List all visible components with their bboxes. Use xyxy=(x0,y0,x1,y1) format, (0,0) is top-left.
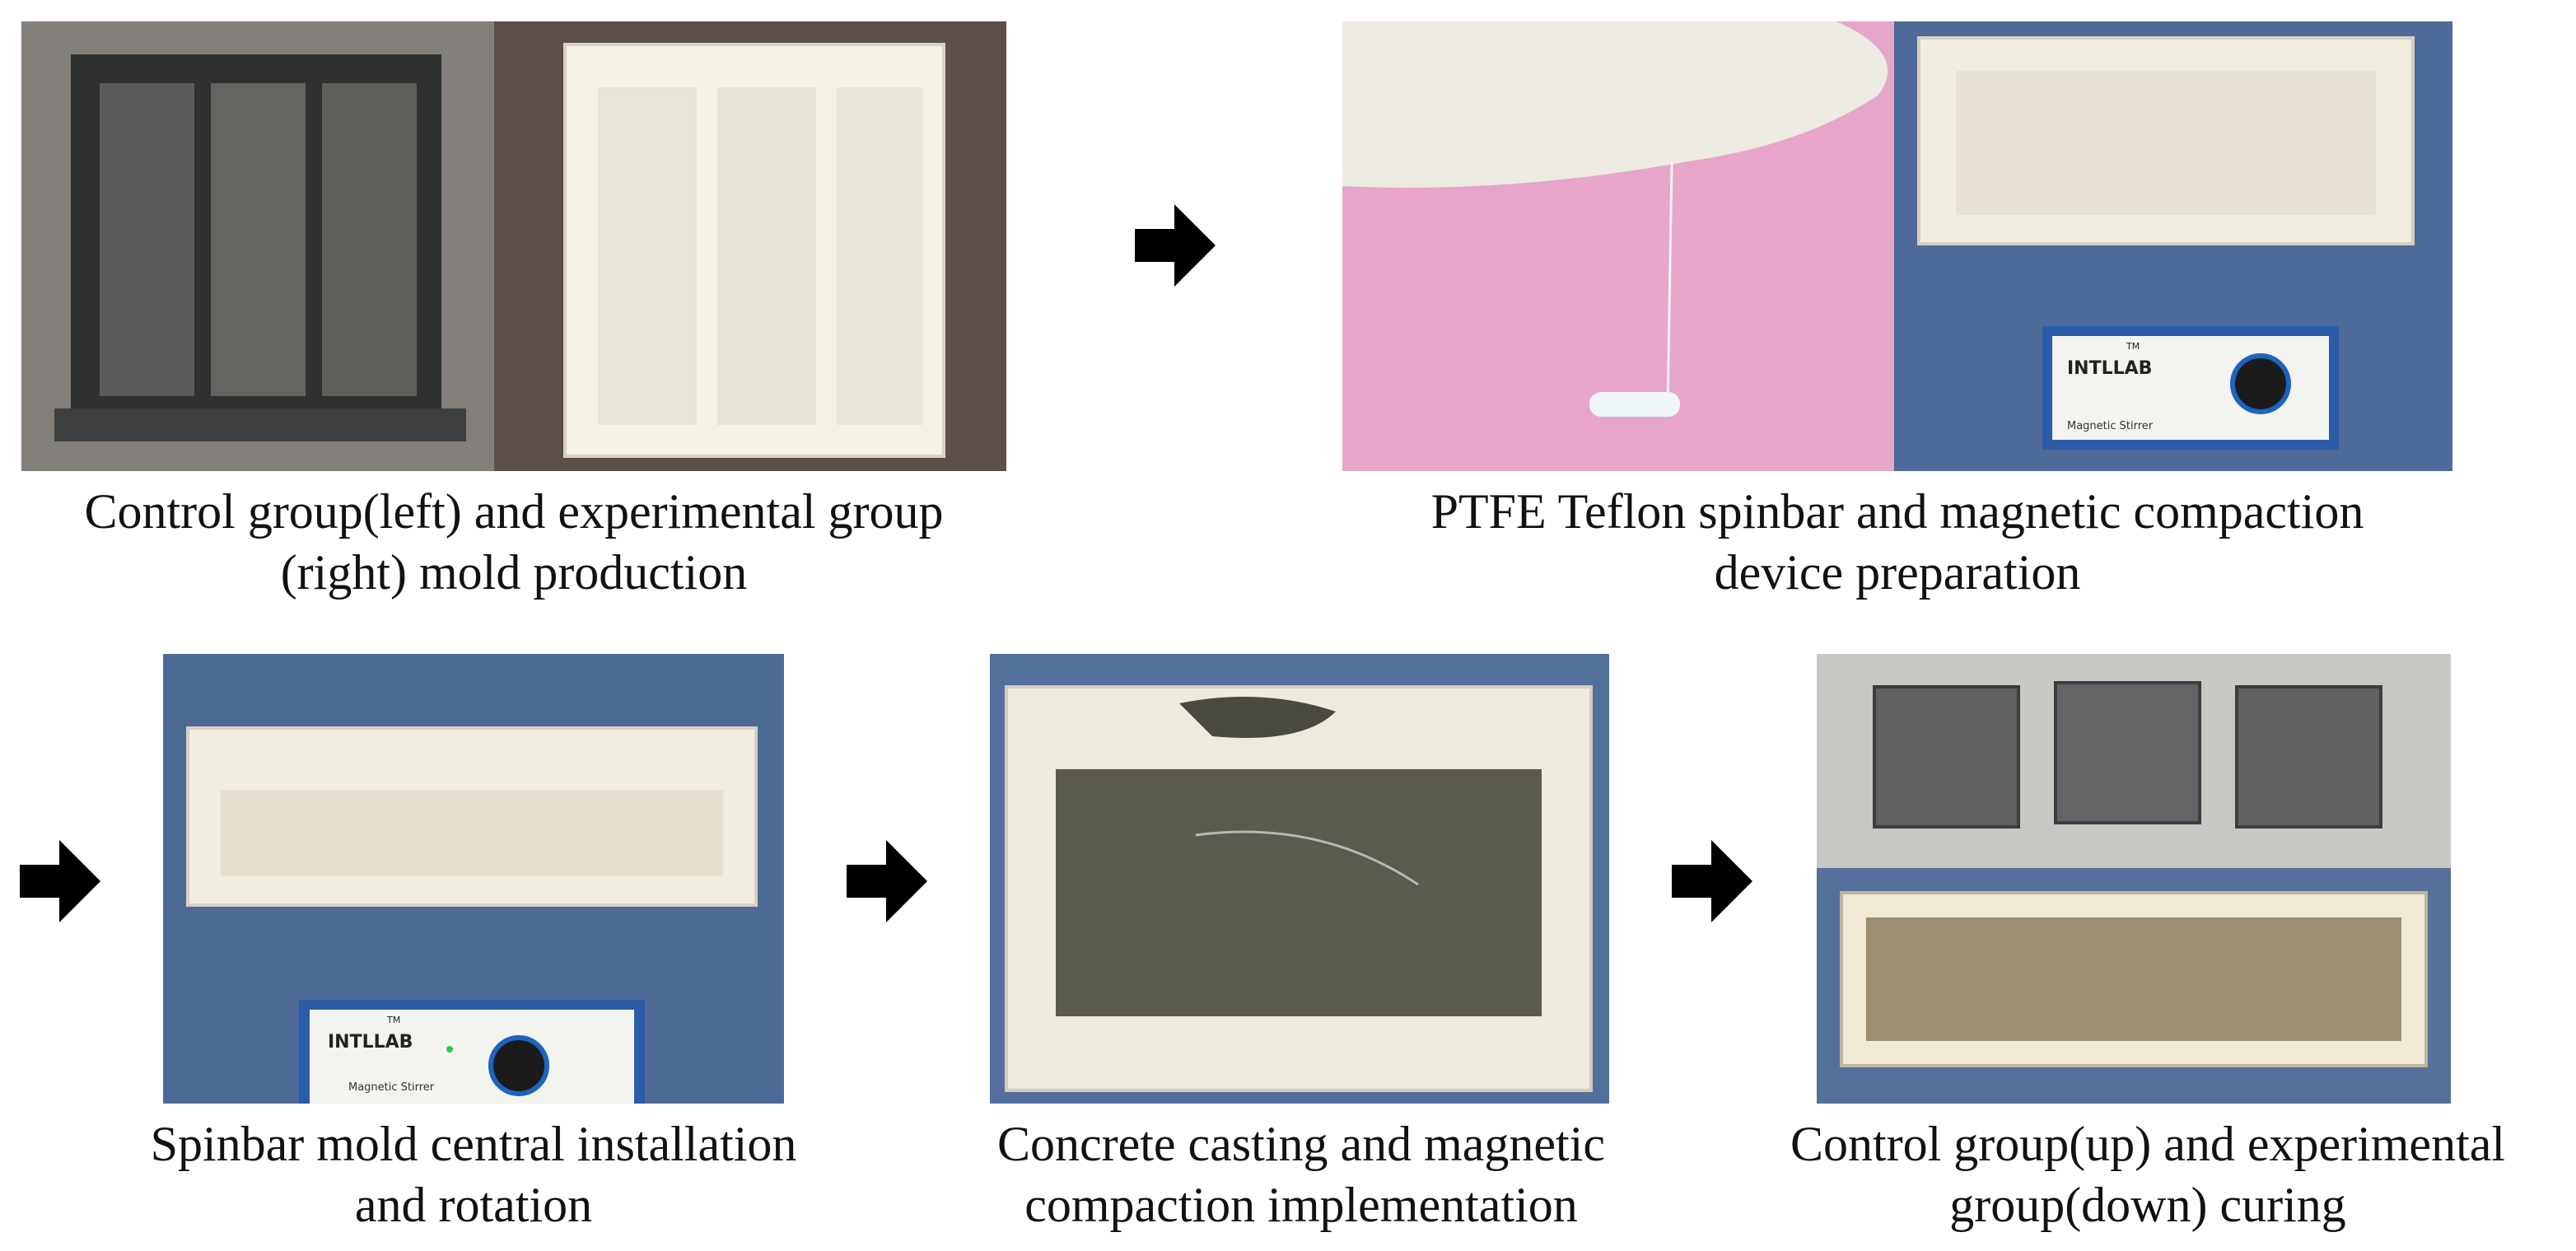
caption-step-4: Concrete casting and magnetic compaction… xyxy=(996,1117,1606,1232)
photo-concrete-casting xyxy=(990,654,1609,1104)
photo-spinbar-installation: INTLLAB TM Magnetic Stirrer xyxy=(163,654,784,1104)
svg-text:TM: TM xyxy=(386,1015,400,1025)
caption-step-5: Control group(up) and experimental group… xyxy=(1790,1117,2506,1232)
svg-text:Magnetic Stirrer: Magnetic Stirrer xyxy=(348,1081,435,1094)
device-brand-label: INTLLAB xyxy=(328,1032,413,1053)
caption-step-2: PTFE Teflon spinbar and magnetic compact… xyxy=(1430,484,2364,600)
photo-spinbar-device: INTLLAB TM Magnetic Stirrer xyxy=(1342,21,2452,471)
caption-step-1: Control group(left) and experimental gro… xyxy=(84,484,944,600)
photo-specimen-curing xyxy=(1817,654,2451,1104)
svg-text:Magnetic Stirrer: Magnetic Stirrer xyxy=(2067,420,2154,432)
photo-mold-production xyxy=(21,21,1006,471)
caption-step-3: Spinbar mold central installation and ro… xyxy=(150,1117,797,1232)
svg-text:TM: TM xyxy=(2126,341,2140,352)
device-brand-label: INTLLAB xyxy=(2067,358,2152,379)
right-arrow-icon xyxy=(1135,204,1216,287)
right-arrow-icon xyxy=(1672,840,1752,922)
right-arrow-icon xyxy=(20,840,100,922)
right-arrow-icon xyxy=(847,840,927,922)
